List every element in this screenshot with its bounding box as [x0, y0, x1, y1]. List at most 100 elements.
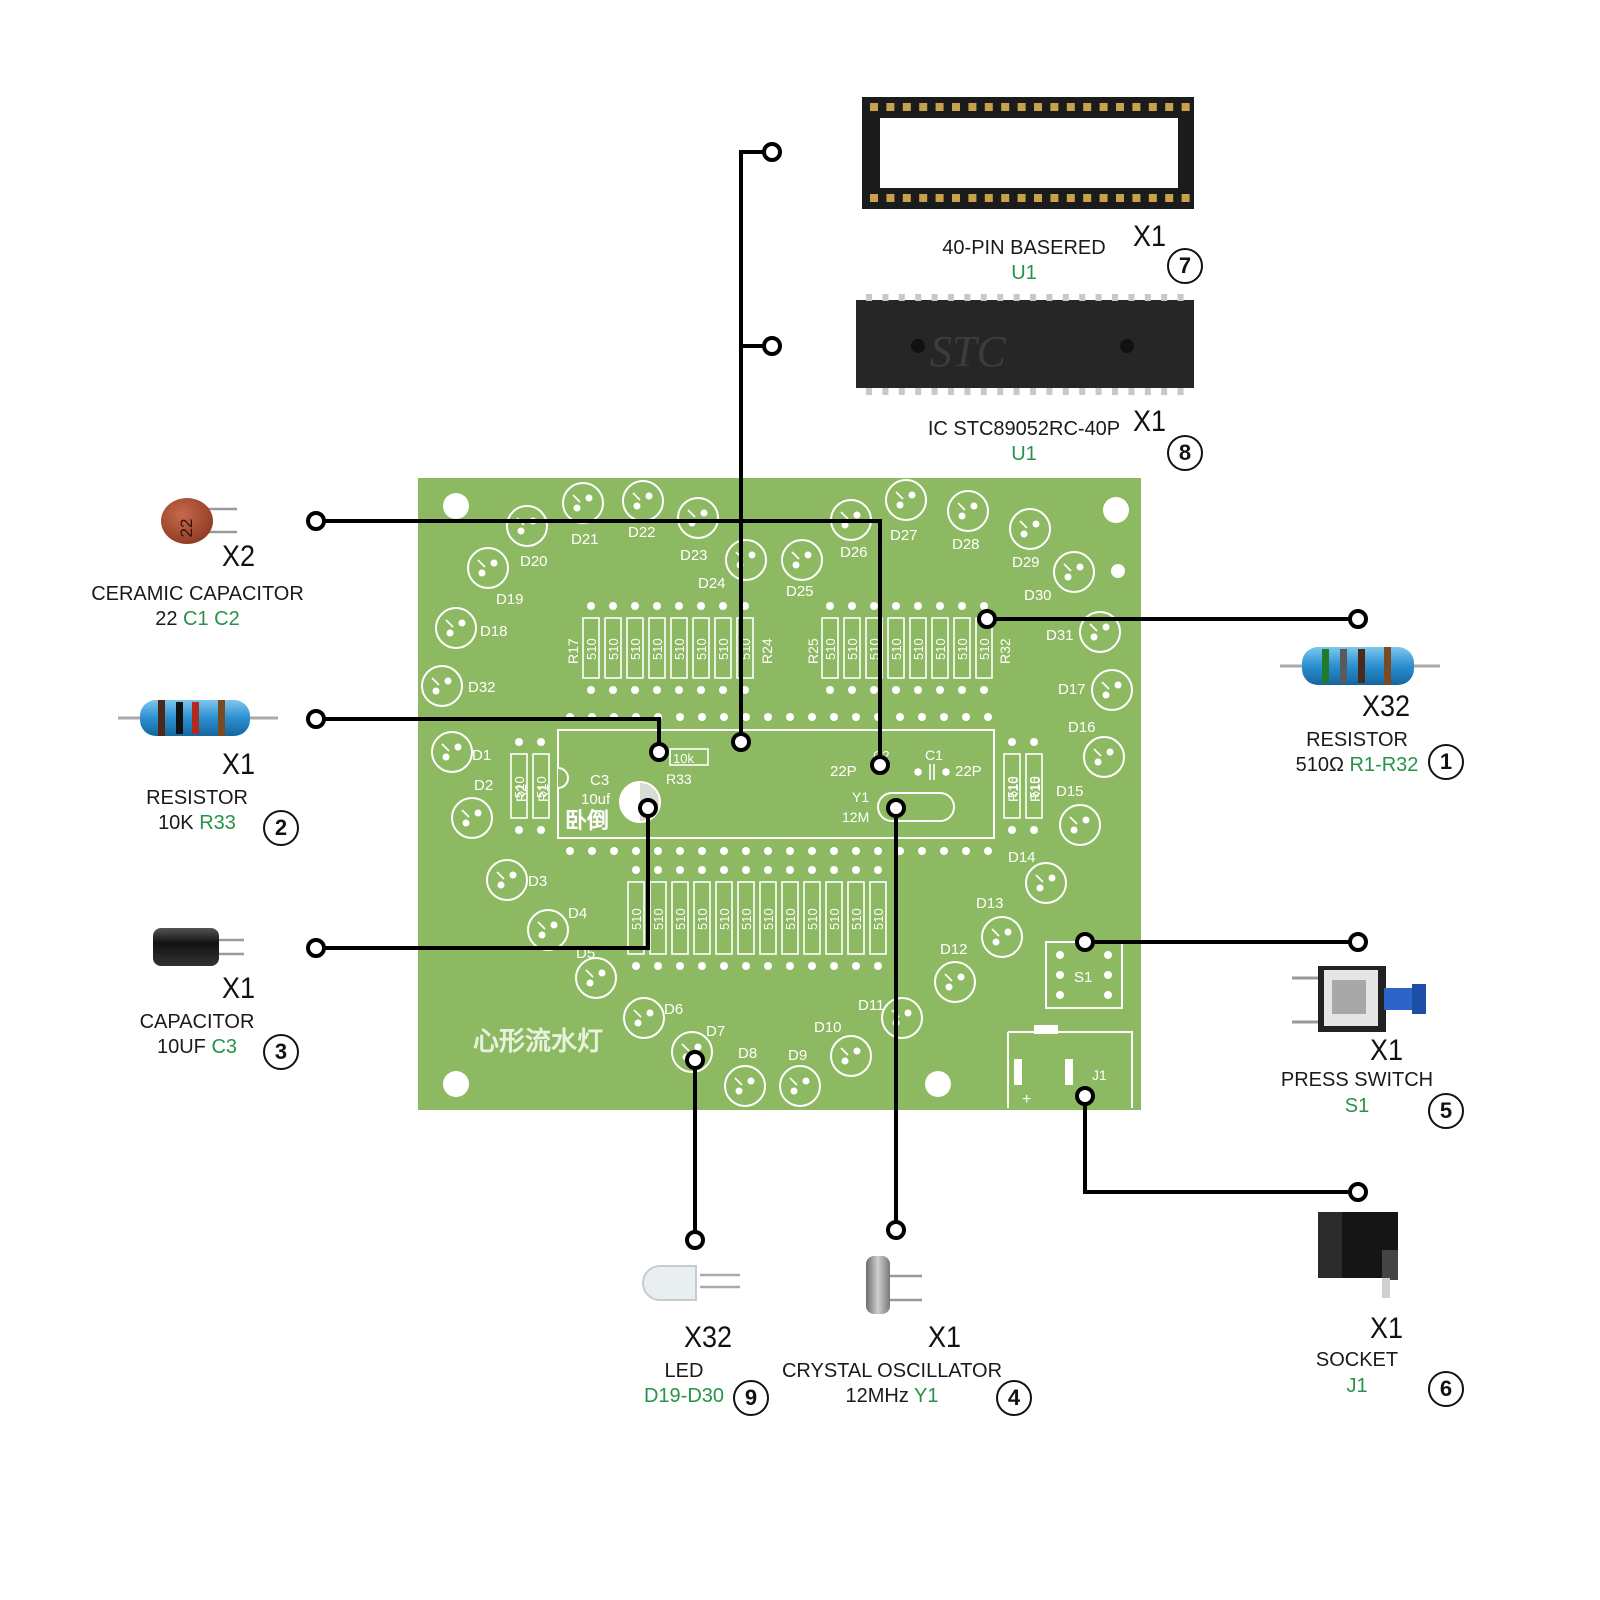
resistor-value-silk: 510 — [1005, 776, 1020, 798]
qty-r33: X1 — [222, 748, 256, 781]
ic-pad — [698, 713, 706, 721]
label-j1-name: SOCKET — [1315, 1349, 1399, 1371]
ic-pad — [962, 713, 970, 721]
index-badge-9: 9 — [733, 1380, 769, 1416]
ic-pad — [764, 713, 772, 721]
label-ceramic-value: 22 — [155, 608, 178, 630]
resistor-footprint: 510 — [909, 602, 927, 694]
ic-pad — [940, 847, 948, 855]
ic-pad — [676, 713, 684, 721]
led-ref-silk: D19 — [496, 591, 524, 608]
r33-value-silk: 10k — [673, 751, 694, 766]
resistor-group-first: R16 — [1005, 776, 1021, 802]
resistor-footprint: 510 — [715, 866, 733, 970]
resistor-footprint: 510 — [582, 602, 600, 694]
label-r510-value: 510Ω — [1295, 754, 1344, 776]
ic-footprint — [557, 729, 995, 839]
label-r33-ref: R33 — [199, 812, 236, 834]
ic-pad — [786, 847, 794, 855]
index-badge-6: 6 — [1428, 1371, 1464, 1407]
led-footprint — [779, 1065, 821, 1107]
index-badge-7: 7 — [1167, 248, 1203, 284]
ic-pad — [874, 847, 882, 855]
led-ref-silk: D24 — [698, 575, 726, 592]
r33-footprint — [669, 748, 709, 766]
c3-value-silk: 10uf — [581, 791, 611, 808]
led-ref-silk: D3 — [528, 873, 547, 890]
led-footprint — [781, 539, 823, 581]
electrolytic-capacitor-icon — [153, 928, 244, 966]
label-led-name: LED — [664, 1360, 704, 1382]
index-badge-4: 4 — [996, 1380, 1032, 1416]
led-footprint — [830, 1035, 872, 1077]
led-ref-silk: D15 — [1056, 783, 1084, 800]
index-badge-3: 3 — [263, 1034, 299, 1070]
label-chip-ref: U1 — [1011, 443, 1037, 465]
resistor-footprint: 510 — [759, 866, 777, 970]
led-ref-silk: D29 — [1012, 554, 1040, 571]
ic-pad — [742, 847, 750, 855]
resistor-value-silk: 510 — [628, 638, 643, 660]
label-led-ref: D19-D30 — [643, 1385, 725, 1407]
ic-pad — [786, 713, 794, 721]
led-ref-silk: D16 — [1068, 719, 1096, 736]
leader-c3 — [316, 808, 650, 950]
ic-pad — [676, 847, 684, 855]
led-ref-silk: D12 — [940, 941, 968, 958]
ic-pad — [852, 713, 860, 721]
resistor-footprint: 510 — [781, 866, 799, 970]
y1-ref-silk: Y1 — [852, 789, 869, 805]
ic-pad — [918, 847, 926, 855]
led-ref-silk: D21 — [571, 531, 599, 548]
ic-pad — [918, 713, 926, 721]
ic-pad — [830, 847, 838, 855]
resistor-footprint: 510 — [843, 602, 861, 694]
index-badge-2: 2 — [263, 810, 299, 846]
label-y1-ref: Y1 — [914, 1385, 939, 1407]
label-r33-value: 10K — [158, 812, 194, 834]
label-c3-value: 10UF — [156, 1036, 206, 1058]
label-y1-value-line: 12MHz Y1 — [792, 1384, 992, 1408]
resistor-value-silk: 510 — [805, 908, 820, 930]
resistor-value-silk: 510 — [673, 908, 688, 930]
ic-pad — [588, 847, 596, 855]
qty-c3: X1 — [222, 972, 256, 1005]
led-ref-silk: D17 — [1058, 681, 1086, 698]
led-footprint — [981, 916, 1023, 958]
led-ref-silk: D7 — [706, 1023, 725, 1040]
led-ref-silk: D25 — [786, 583, 814, 600]
led-ref-silk: D31 — [1046, 627, 1074, 644]
resistor-value-silk: 510 — [823, 638, 838, 660]
led-footprint — [623, 997, 665, 1039]
ic-pad — [962, 847, 970, 855]
ic-pad — [984, 847, 992, 855]
resistor-value-silk: 510 — [889, 638, 904, 660]
led-ref-silk: D9 — [788, 1047, 807, 1064]
mounting-hole — [1111, 564, 1125, 578]
label-r510-ref: R1-R32 — [1349, 754, 1419, 776]
led-footprint — [467, 547, 509, 589]
resistor-group-first: R2 — [513, 784, 529, 802]
resistor-value-silk: 510 — [716, 638, 731, 660]
leader-r33 — [316, 717, 661, 752]
resistor-value-silk: 510 — [650, 638, 665, 660]
led-ref-silk: D32 — [468, 679, 496, 696]
label-c3-value-line: 10UF C3 — [97, 1035, 297, 1059]
index-badge-1: 1 — [1428, 744, 1464, 780]
led-ref-silk: D26 — [840, 544, 868, 561]
led-ref-silk: D1 — [472, 747, 491, 764]
resistor-510-icon — [1280, 647, 1440, 685]
ic-pad — [764, 847, 772, 855]
led-ref-silk: D20 — [520, 553, 548, 570]
led-footprint — [934, 961, 976, 1003]
reverse-mark-silk: 卧倒 — [565, 808, 609, 833]
resistor-footprint: 510 — [604, 602, 622, 694]
resistor-group-last: R32 — [997, 638, 1013, 664]
label-c3-ref: C3 — [211, 1036, 238, 1058]
led-footprint — [1079, 611, 1121, 653]
resistor-value-silk: 510 — [739, 908, 754, 930]
led-ref-silk: D30 — [1024, 587, 1052, 604]
